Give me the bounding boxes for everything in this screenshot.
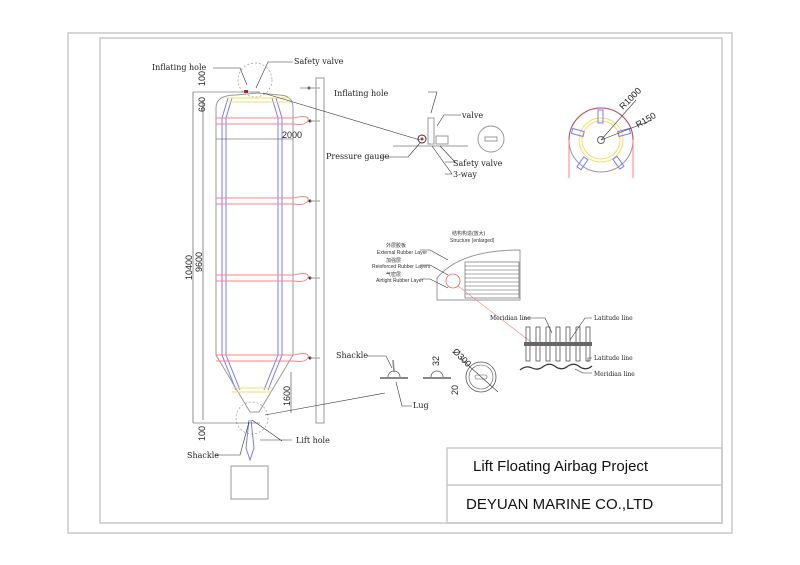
dim-outer-radius: R1000 (617, 86, 643, 112)
latitude-straps (216, 116, 309, 363)
label-latitude-side: Latitude line (594, 355, 633, 362)
label-shackle: Shackle (187, 451, 219, 460)
dim-lug-height: 32 (431, 356, 441, 366)
label-latitude-top: Latitude line (594, 315, 633, 322)
dim-body-length: 9600 (194, 252, 204, 272)
airbag-main-view: 100 600 2000 10400 9600 1600 100 Inflati… (152, 57, 421, 500)
label-lug: Lug (413, 401, 429, 410)
structure-title-en: Structure (enlarged) (450, 238, 495, 244)
dim-total-length: 10400 (184, 255, 194, 280)
reinforcement-mesh (464, 261, 520, 299)
valve-detail: Inflating hole valve Pressure gauge Safe… (326, 89, 505, 179)
structure-detail: 结构构造(放大) Structure (enlarged) 外层胶板 Exter… (372, 230, 536, 346)
label-inflating-hole: Inflating hole (152, 63, 207, 72)
dim-lug-plate: 20 (450, 385, 460, 395)
lug-detail: Shackle Lug 32 20 Ø300 (336, 346, 499, 410)
layer-external-cn: 外层胶板 (386, 242, 406, 249)
attachment-points (300, 86, 320, 360)
dim-lug-diameter: Ø300 (451, 346, 474, 369)
cross-section-view: R1000 R150 (568, 86, 658, 178)
project-title: Lift Floating Airbag Project (473, 458, 649, 475)
layer-airtight-en: Airtight Rubber Layer (376, 278, 424, 284)
dim-cone-length: 1600 (282, 386, 292, 406)
label-meridian-top: Meridian line (490, 315, 531, 322)
structure-title-cn: 结构构造(放大) (452, 230, 486, 237)
dim-top-cap: 100 (197, 71, 207, 86)
inner-frame (99, 37, 723, 524)
layer-reinforced-cn: 加强层 (386, 257, 401, 264)
layer-reinforced-en: Reinforced Rubber Layers (372, 264, 431, 270)
weave-detail: Meridian line Latitude line Latitude lin… (490, 315, 635, 378)
label-shackle-lug: Shackle (336, 351, 368, 360)
label-inflating-hole-detail: Inflating hole (334, 89, 389, 98)
label-safety-valve: Safety valve (294, 57, 344, 66)
label-three-way: 3-way (453, 170, 477, 179)
dim-top-head: 600 (197, 97, 207, 112)
layer-external-en: External Rubber Layer (377, 250, 427, 256)
label-safety-valve-detail: Safety valve (453, 159, 503, 168)
dim-diameter: 2000 (282, 130, 302, 140)
label-pressure-gauge: Pressure gauge (326, 152, 390, 161)
dim-bottom-cap: 100 (197, 426, 207, 441)
dim-inner-radius: R150 (634, 110, 658, 129)
layer-airtight-cn: 气密层 (386, 271, 401, 278)
label-meridian-bottom: Meridian line (594, 371, 635, 378)
company-name: DEYUAN MARINE CO.,LTD (466, 496, 653, 513)
load-box (230, 465, 269, 500)
label-lift-hole: Lift hole (296, 436, 330, 445)
side-bar (315, 77, 325, 424)
title-block: Lift Floating Airbag Project DEYUAN MARI… (446, 447, 723, 524)
outer-frame (67, 32, 733, 534)
label-valve: valve (461, 111, 483, 120)
